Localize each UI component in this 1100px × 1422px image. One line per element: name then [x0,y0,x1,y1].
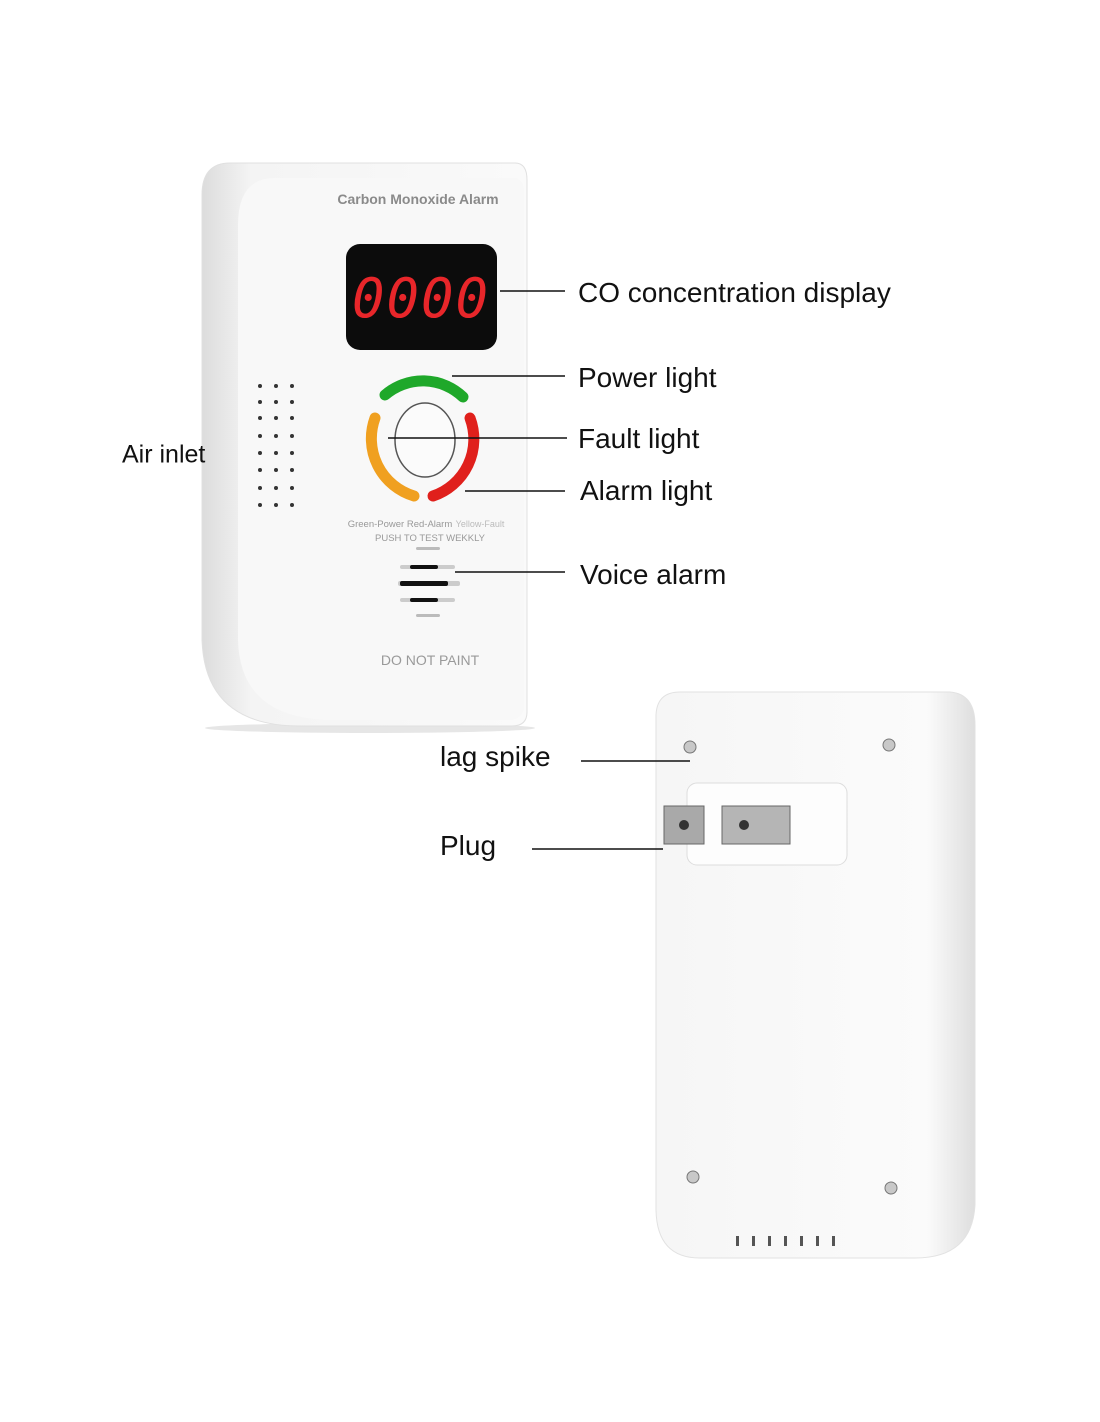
label-alarm-light: Alarm light [580,475,713,506]
test-text: PUSH TO TEST WEKKLY [375,533,486,544]
front-device: Carbon Monoxide Alarm 0000 Green-Power R… [201,162,535,733]
label-air-inlet: Air inlet [122,440,206,469]
warning-text: DO NOT PAINT [381,652,480,668]
test-button[interactable] [394,402,456,478]
label-plug: Plug [440,830,497,861]
label-power-light: Power light [578,362,717,393]
front-title: Carbon Monoxide Alarm [337,191,498,207]
label-voice-alarm: Voice alarm [580,559,727,590]
vent-slots [736,1236,835,1246]
callout-lines [388,290,690,850]
back-device [655,691,976,1259]
fault-light [365,412,420,502]
legend-fault: Yellow-Fault [456,519,505,529]
plug-prong [721,805,791,845]
label-fault-light: Fault light [578,423,700,454]
screw-icon [683,738,898,1195]
legend-text: Green-Power Red-Alarm [348,519,453,530]
display-digits: 0000 [352,267,490,330]
power-light [379,375,469,403]
speaker-grille [398,547,460,617]
label-lag-spike: lag spike [440,741,551,772]
alarm-light [427,412,480,502]
air-inlet-holes [258,384,294,507]
label-co-display: CO concentration display [578,277,891,308]
co-display [346,244,497,350]
